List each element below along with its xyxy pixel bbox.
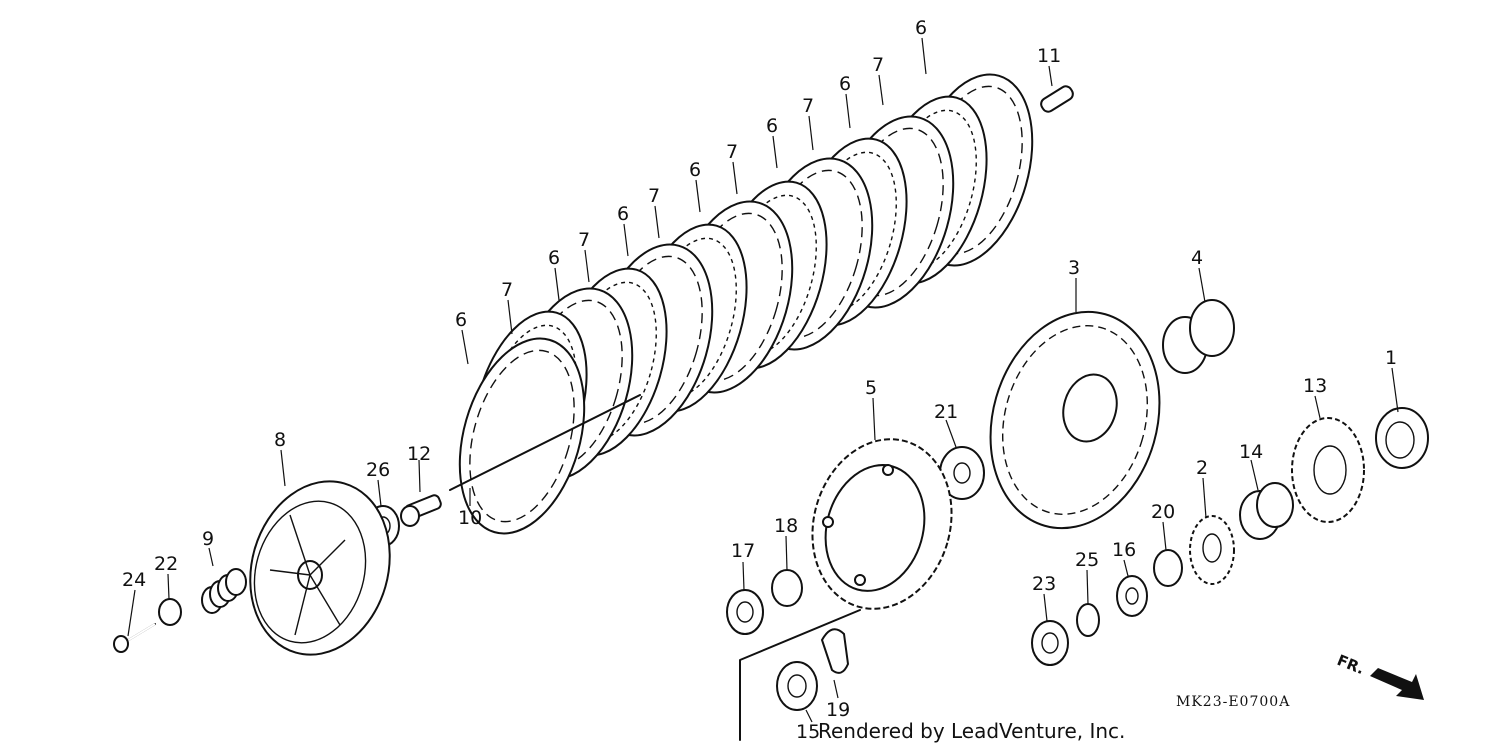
callout-6-e: 6 bbox=[617, 203, 629, 225]
lifter-piece-12 bbox=[400, 494, 442, 527]
nut-15 bbox=[776, 661, 818, 711]
inset-bracket bbox=[739, 609, 861, 741]
front-arrow-icon bbox=[1370, 668, 1424, 700]
lock-nut-16 bbox=[1116, 575, 1148, 617]
front-marker-label: FR. bbox=[1335, 651, 1368, 678]
callout-6-c: 6 bbox=[766, 115, 778, 137]
callout-6-f: 6 bbox=[548, 247, 560, 269]
callout-24: 24 bbox=[122, 569, 146, 591]
pressure-plate bbox=[249, 480, 391, 656]
callout-1: 1 bbox=[1385, 347, 1397, 369]
callout-21: 21 bbox=[934, 401, 958, 423]
oil-pump-gear bbox=[1189, 515, 1235, 585]
callout-13: 13 bbox=[1303, 375, 1327, 397]
clutch-outer bbox=[989, 310, 1161, 530]
callout-26: 26 bbox=[366, 459, 390, 481]
callout-6-g: 6 bbox=[455, 309, 467, 331]
needle-bearing bbox=[1375, 407, 1429, 469]
credit-text: Rendered by LeadVenture, Inc. bbox=[818, 719, 1125, 743]
callout-5: 5 bbox=[865, 377, 877, 399]
washer-20 bbox=[1153, 549, 1183, 587]
callout-3: 3 bbox=[1068, 257, 1080, 279]
pin-11 bbox=[1040, 85, 1074, 113]
spacer-bush bbox=[1239, 482, 1294, 540]
callout-7-f: 7 bbox=[501, 279, 513, 301]
bolt-24 bbox=[113, 623, 156, 653]
callout-labels: 1 2 3 4 5 6 6 6 6 6 6 6 7 7 7 7 7 7 8 9 … bbox=[122, 17, 1397, 743]
nut-17 bbox=[726, 589, 764, 635]
callout-14: 14 bbox=[1239, 441, 1263, 463]
callout-16: 16 bbox=[1112, 539, 1136, 561]
drawing-code: MK23-E0700A bbox=[1176, 694, 1290, 710]
callout-22: 22 bbox=[154, 553, 178, 575]
callout-7-d: 7 bbox=[648, 185, 660, 207]
lock-washer-19 bbox=[820, 628, 850, 674]
callout-25: 25 bbox=[1075, 549, 1099, 571]
washer-25 bbox=[1076, 603, 1100, 637]
callout-10: 10 bbox=[458, 507, 482, 529]
washer-18 bbox=[771, 569, 803, 607]
callout-4: 4 bbox=[1191, 247, 1203, 269]
callout-2: 2 bbox=[1196, 457, 1208, 479]
callout-7-c: 7 bbox=[726, 141, 738, 163]
callout-7-e: 7 bbox=[578, 229, 590, 251]
callout-20: 20 bbox=[1151, 501, 1175, 523]
callout-19: 19 bbox=[826, 699, 850, 721]
callout-18: 18 bbox=[774, 515, 798, 537]
push-rod bbox=[449, 394, 641, 491]
callout-6-d: 6 bbox=[689, 159, 701, 181]
front-direction-marker: FR. bbox=[1335, 651, 1424, 700]
callout-23: 23 bbox=[1032, 573, 1056, 595]
callout-11: 11 bbox=[1037, 45, 1061, 67]
bearing-23 bbox=[1031, 620, 1069, 666]
clutch-center bbox=[811, 438, 953, 610]
plate-stack bbox=[458, 73, 1034, 535]
leader-lines bbox=[127, 37, 1399, 723]
collar bbox=[1162, 299, 1235, 374]
callout-7-b: 7 bbox=[802, 95, 814, 117]
washer-22 bbox=[158, 598, 182, 626]
callout-6-a: 6 bbox=[915, 17, 927, 39]
primary-gear bbox=[1291, 417, 1365, 523]
callout-9: 9 bbox=[202, 528, 214, 550]
friction-disc-6 bbox=[458, 337, 586, 535]
callout-7-a: 7 bbox=[872, 54, 884, 76]
callout-12: 12 bbox=[407, 443, 431, 465]
callout-15: 15 bbox=[796, 721, 820, 743]
callout-8: 8 bbox=[274, 429, 286, 451]
clutch-spring bbox=[201, 568, 247, 614]
callout-17: 17 bbox=[731, 540, 755, 562]
callout-6-b: 6 bbox=[839, 73, 851, 95]
